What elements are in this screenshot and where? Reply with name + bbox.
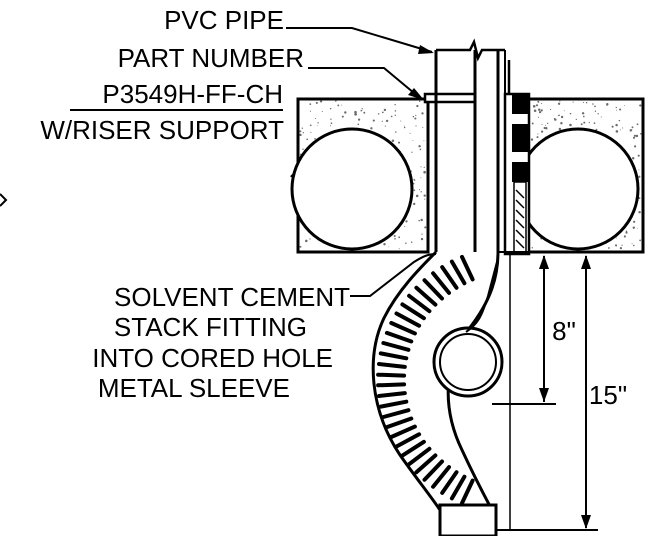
stack-fitting-outlet xyxy=(438,503,498,536)
metal-sleeve-strip xyxy=(503,60,531,256)
leader-solvent-cement xyxy=(350,253,437,297)
leader-metal-sleeve xyxy=(465,257,499,333)
riser-support-collar xyxy=(423,92,477,104)
stack-fitting-corrugation xyxy=(376,254,475,506)
label-metal-sleeve: METAL SLEEVE xyxy=(98,373,290,403)
slab-void-right xyxy=(516,127,640,251)
pipe-break-symbol xyxy=(436,38,505,62)
label-pvc-pipe: PVC PIPE xyxy=(164,5,284,35)
leader-lines xyxy=(0,27,499,333)
label-stack-fitting: STACK FITTING xyxy=(114,312,307,342)
dim-label-15in: 15" xyxy=(589,380,627,410)
leader-pvc-pipe xyxy=(286,27,433,53)
stray-arrow xyxy=(0,193,8,207)
slab-void-left xyxy=(290,127,414,251)
label-solvent-cement: SOLVENT CEMENT xyxy=(114,282,350,312)
label-part-number: PART NUMBER xyxy=(118,43,304,73)
label-riser-support: W/RISER SUPPORT xyxy=(40,115,284,145)
cross-pipe-inner xyxy=(439,333,497,391)
stack-fitting xyxy=(371,250,504,536)
label-cored-hole: INTO CORED HOLE xyxy=(92,343,333,373)
stack-fitting-outer-wall xyxy=(371,250,442,511)
concrete-slab xyxy=(290,97,645,254)
dim-label-8in: 8" xyxy=(552,316,576,346)
pvc-pipe xyxy=(434,38,506,252)
dimension-lines xyxy=(492,251,598,531)
label-part-code: P3549H-FF-CH xyxy=(102,79,283,109)
cross-pipe-section xyxy=(432,326,504,398)
leader-part-number xyxy=(308,67,421,99)
